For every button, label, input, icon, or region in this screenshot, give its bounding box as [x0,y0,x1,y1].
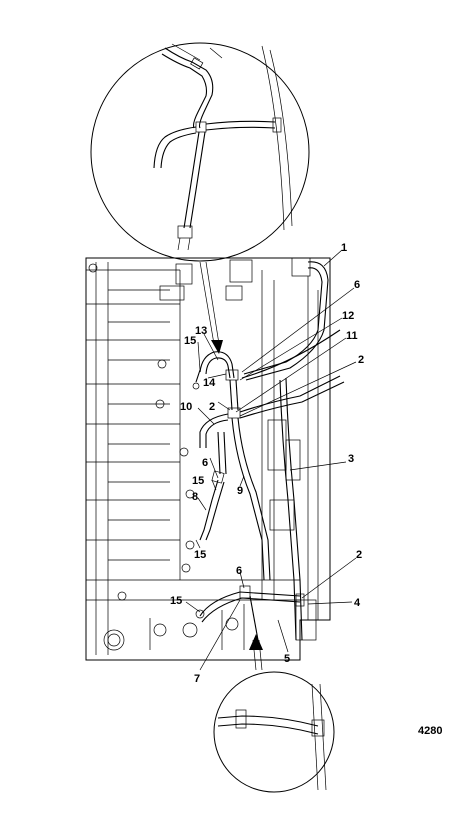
callout-12: 12 [342,310,354,322]
callout-6: 6 [354,279,360,291]
bottom-detail-view [213,634,335,793]
callout-15: 15 [184,335,196,347]
callout-labels: 1 6 12 11 2 13 15 14 2 10 3 6 15 9 8 15 … [170,242,364,685]
callout-8: 8 [192,491,198,503]
callout-7: 7 [194,673,200,685]
callout-5: 5 [284,653,290,665]
callout-2: 2 [358,354,364,366]
hose-routing [192,261,345,641]
callout-11: 11 [346,330,358,342]
figure-number: 4280 [418,725,442,737]
callout-14: 14 [203,377,216,389]
top-detail-view [90,42,310,262]
callout-15: 15 [194,549,206,561]
callout-2: 2 [209,401,215,413]
callout-2: 2 [356,549,362,561]
callout-9: 9 [237,485,243,497]
callout-1: 1 [341,242,347,254]
callout-15: 15 [170,595,182,607]
engine-block [85,257,331,661]
top-detail-leader [199,261,223,354]
callout-10: 10 [180,401,192,413]
callout-3: 3 [348,453,354,465]
callout-6: 6 [202,457,208,469]
callout-13: 13 [195,325,207,337]
leader-lines [185,249,357,671]
callout-15: 15 [192,475,204,487]
callout-6: 6 [236,565,242,577]
callout-4: 4 [354,597,361,609]
